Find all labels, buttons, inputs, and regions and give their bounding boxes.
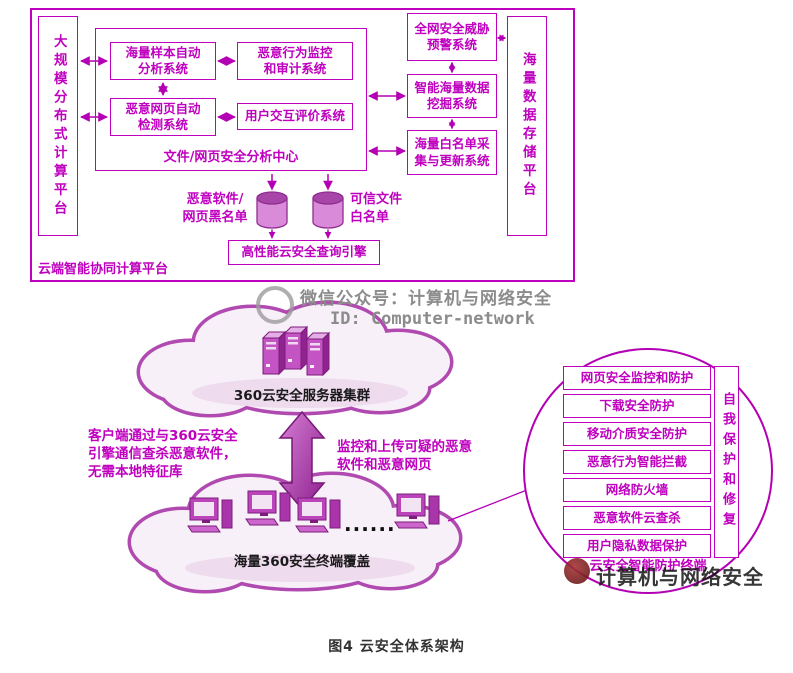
box-malicious-webpage-detection-system: 恶意网页自动 检测系统 [110,98,216,136]
note-monitor-upload: 监控和上传可疑的恶意 软件和恶意网页 [337,439,472,474]
box-threat-warning-system: 全网安全威胁 预警系统 [407,13,497,61]
cloud-panel-connector-line [447,487,533,522]
mass-storage-platform-bar: 海量数据存储平台 [507,16,547,236]
watermark-id-line: ID: Computer-network [330,309,535,329]
box-data-mining-system: 智能海量数据 挖掘系统 [407,74,497,118]
note-client-engine: 客户端通过与360云安全 引擎通信查杀恶意软件， 无需本地特征库 [88,428,238,481]
panel-item-download-protection: 下载安全防护 [563,394,711,418]
panel-item-firewall: 网络防火墙 [563,478,711,502]
watermark-bottom-text: 计算机与网络安全 [596,565,764,589]
figure-caption: 图4 云安全体系架构 [328,639,465,655]
server-icon [261,325,331,377]
box-sample-analysis-system: 海量样本自动 分析系统 [110,42,216,80]
panel-side-label: 自我保护和修复 [714,366,739,558]
box-behavior-monitor-audit-system: 恶意行为监控 和审计系统 [237,42,353,80]
cloud-link-double-arrow-icon [278,410,326,511]
watermark-seal-icon [564,558,590,584]
whitelist-label: 可信文件 白名单 [350,192,403,225]
ellipsis-dots: ...... [344,512,396,536]
analysis-center-title: 文件/网页安全分析中心 [163,150,299,165]
cloud-platform-label: 云端智能协同计算平台 [38,262,169,277]
distributed-computing-platform-bar: 大规模分布式计算平台 [38,16,78,236]
terminal-cloud-label: 海量360安全终端覆盖 [233,554,371,570]
panel-item-behavior-block: 恶意行为智能拦截 [563,450,711,474]
watermark-logo-icon [256,286,294,324]
server-cloud-label: 360云安全服务器集群 [233,388,371,404]
panel-item-privacy-protection: 用户隐私数据保护 [563,534,711,558]
cloud-platform-outer-box [30,8,575,282]
panel-item-cloud-scan: 恶意软件云查杀 [563,506,711,530]
panel-item-web-protection: 网页安全监控和防护 [563,366,711,390]
blacklist-label: 恶意软件/ 网页黑名单 [182,192,248,225]
panel-item-media-protection: 移动介质安全防护 [563,422,711,446]
analysis-center-box [95,28,367,171]
query-engine-box: 高性能云安全查询引擎 [228,240,380,265]
box-user-interaction-evaluation-system: 用户交互评价系统 [237,103,353,130]
watermark-wechat-line: 微信公众号：计算机与网络安全 [300,289,552,309]
panel-bottom-label: 云安全智能防护终端 [589,559,707,574]
box-whitelist-collection-system: 海量白名单采 集与更新系统 [407,130,497,175]
